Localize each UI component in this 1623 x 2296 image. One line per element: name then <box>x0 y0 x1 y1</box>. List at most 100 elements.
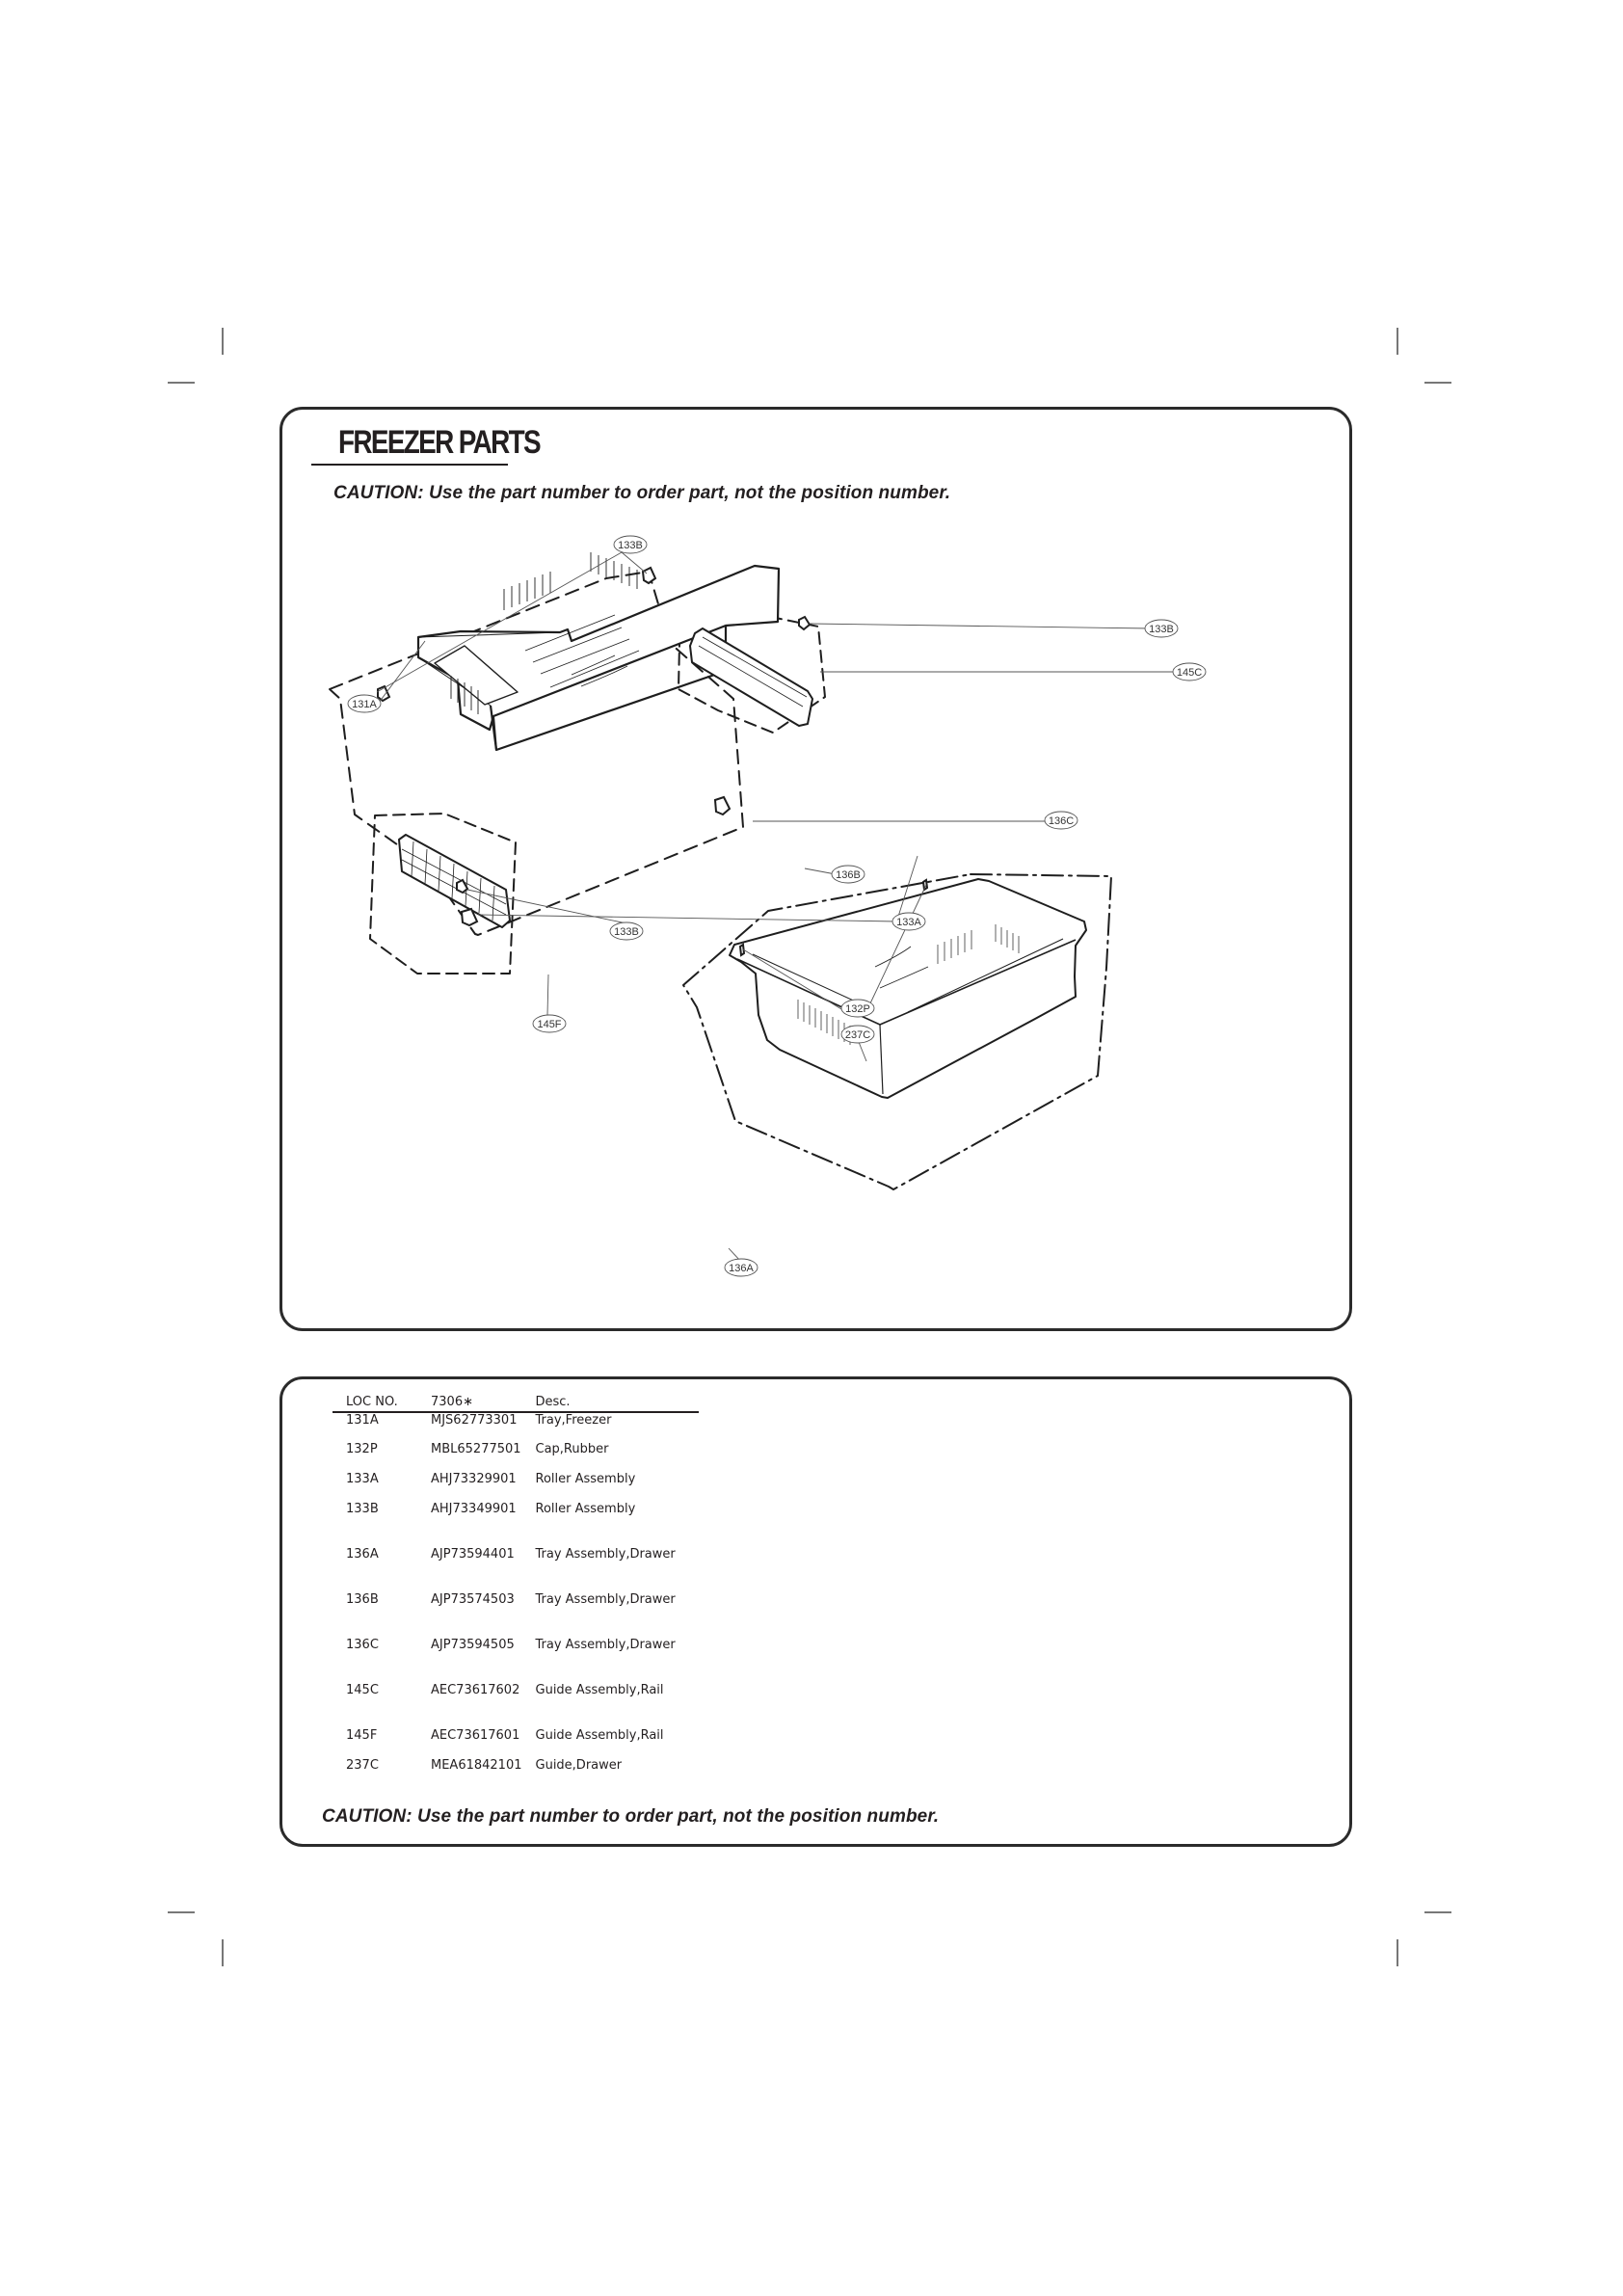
part-number-cell: MEA61842101 <box>431 1758 522 1773</box>
header-description: Desc. <box>521 1393 699 1413</box>
group-outline-145f <box>369 813 517 974</box>
roller-icons <box>377 566 929 957</box>
table-row: 145F AEC73617601 Guide Assembly,Rail <box>333 1728 699 1758</box>
callout-145f: 145F <box>532 1014 567 1033</box>
roller-133b-top <box>641 566 657 585</box>
svg-text:131A: 131A <box>352 699 377 710</box>
callout-bubbles: 133B 131A 133B 145C 136C 136B 133A 133B … <box>347 535 1207 1277</box>
description-cell: Tray,Freezer <box>535 1413 612 1428</box>
diagram-panel: FREEZER PARTS CAUTION: Use the part numb… <box>279 407 1352 1331</box>
loc-cell: 136A <box>346 1547 379 1562</box>
rail-145c-drawing <box>689 627 813 727</box>
svg-text:145C: 145C <box>1177 667 1202 679</box>
table-row: 131A MJS62773301 Tray,Freezer <box>333 1412 699 1442</box>
crop-mark <box>168 1911 195 1913</box>
caution-note-top: CAUTION: Use the part number to order pa… <box>333 483 951 503</box>
svg-text:136A: 136A <box>729 1263 754 1274</box>
callout-132p: 132P <box>840 999 875 1018</box>
exploded-parts-diagram: 133B 131A 133B 145C 136C 136B 133A 133B … <box>329 535 1207 1277</box>
rail-145f-drawing <box>398 834 511 928</box>
crop-mark <box>1397 328 1398 355</box>
loc-cell: 132P <box>346 1442 378 1456</box>
crop-mark <box>1397 1939 1398 1966</box>
part-number-cell: AHJ73329901 <box>431 1472 517 1486</box>
part-number-cell: AHJ73349901 <box>431 1502 517 1516</box>
parts-list-panel: LOC NO. 7306∗ Desc. 131A MJS62773301 Tra… <box>279 1376 1352 1847</box>
callout-133a: 133A <box>891 912 926 931</box>
table-row: 136C AJP73594505 Tray Assembly,Drawer <box>333 1638 699 1683</box>
leader-lines <box>375 551 1178 1263</box>
roller-133b-left-rail <box>456 878 469 894</box>
callout-136b: 136B <box>831 865 865 884</box>
description-cell: Roller Assembly <box>535 1472 636 1486</box>
crop-mark <box>222 328 224 355</box>
loc-cell: 237C <box>346 1758 379 1773</box>
description-cell: Tray Assembly,Drawer <box>535 1592 676 1607</box>
title-underline <box>311 464 508 466</box>
svg-text:136C: 136C <box>1049 815 1074 827</box>
callout-145c: 145C <box>1172 662 1207 681</box>
table-header-row: LOC NO. 7306∗ Desc. <box>333 1393 699 1413</box>
table-row: 237C MEA61842101 Guide,Drawer <box>333 1758 699 1788</box>
loc-cell: 136B <box>346 1592 379 1607</box>
crop-mark <box>1424 382 1451 384</box>
callout-133b-top: 133B <box>613 535 648 554</box>
description-cell: Guide Assembly,Rail <box>535 1683 664 1697</box>
crop-mark <box>168 382 195 384</box>
loc-cell: 133A <box>346 1472 379 1486</box>
page-title: FREEZER PARTS <box>338 424 542 461</box>
table-row: 133A AHJ73329901 Roller Assembly <box>333 1472 699 1502</box>
table-row: 136B AJP73574503 Tray Assembly,Drawer <box>333 1592 699 1638</box>
callout-237c: 237C <box>840 1025 875 1044</box>
description-cell: Guide,Drawer <box>535 1758 623 1773</box>
header-loc-no: LOC NO. <box>333 1393 417 1413</box>
header-part-number: 7306∗ <box>417 1393 522 1413</box>
callout-136a: 136A <box>724 1258 758 1277</box>
callout-133b-right-rail: 133B <box>1144 619 1179 638</box>
description-cell: Tray Assembly,Drawer <box>535 1547 676 1562</box>
svg-text:133A: 133A <box>896 917 921 928</box>
callout-133b-left-rail: 133B <box>609 921 644 941</box>
loc-cell: 145F <box>346 1728 378 1743</box>
part-number-cell: AJP73594401 <box>431 1547 515 1562</box>
roller-133a-left <box>460 907 479 927</box>
roller-133a-right <box>713 795 732 816</box>
crop-mark <box>1424 1911 1451 1913</box>
svg-text:136B: 136B <box>836 869 861 881</box>
part-number-cell: AEC73617602 <box>431 1683 520 1697</box>
svg-text:145F: 145F <box>537 1019 561 1030</box>
callout-136c: 136C <box>1044 811 1078 830</box>
svg-text:133B: 133B <box>618 540 643 551</box>
caution-note-bottom: CAUTION: Use the part number to order pa… <box>322 1806 940 1827</box>
table-row: 132P MBL65277501 Cap,Rubber <box>333 1442 699 1472</box>
cap-132p-left <box>738 943 746 957</box>
table-row: 145C AEC73617602 Guide Assembly,Rail <box>333 1683 699 1728</box>
group-outline-136a <box>682 873 1112 1190</box>
part-number-cell: AJP73594505 <box>431 1638 515 1652</box>
description-cell: Roller Assembly <box>535 1502 636 1516</box>
part-number-cell: AJP73574503 <box>431 1592 515 1607</box>
description-cell: Cap,Rubber <box>535 1442 609 1456</box>
loc-cell: 145C <box>346 1683 379 1697</box>
svg-text:237C: 237C <box>845 1029 870 1041</box>
table-row: 133B AHJ73349901 Roller Assembly <box>333 1502 699 1547</box>
loc-cell: 133B <box>346 1502 379 1516</box>
crop-mark <box>222 1939 224 1966</box>
table-row: 136A AJP73594401 Tray Assembly,Drawer <box>333 1547 699 1592</box>
part-number-cell: MBL65277501 <box>431 1442 521 1456</box>
part-number-cell: MJS62773301 <box>431 1413 518 1428</box>
svg-text:133B: 133B <box>1149 624 1174 635</box>
svg-text:133B: 133B <box>614 926 639 938</box>
cap-132p-right <box>921 878 929 892</box>
roller-133b-right-rail <box>798 615 812 631</box>
callout-131a: 131A <box>347 694 382 713</box>
description-cell: Tray Assembly,Drawer <box>535 1638 676 1652</box>
svg-text:132P: 132P <box>845 1003 870 1015</box>
group-outline-136b <box>329 571 744 936</box>
parts-table: LOC NO. 7306∗ Desc. 131A MJS62773301 Tra… <box>333 1393 699 1788</box>
description-cell: Guide Assembly,Rail <box>535 1728 664 1743</box>
loc-cell: 136C <box>346 1638 379 1652</box>
basket-136a-drawing <box>729 878 1087 1099</box>
loc-cell: 131A <box>346 1413 379 1428</box>
group-outline-145c <box>678 598 826 734</box>
